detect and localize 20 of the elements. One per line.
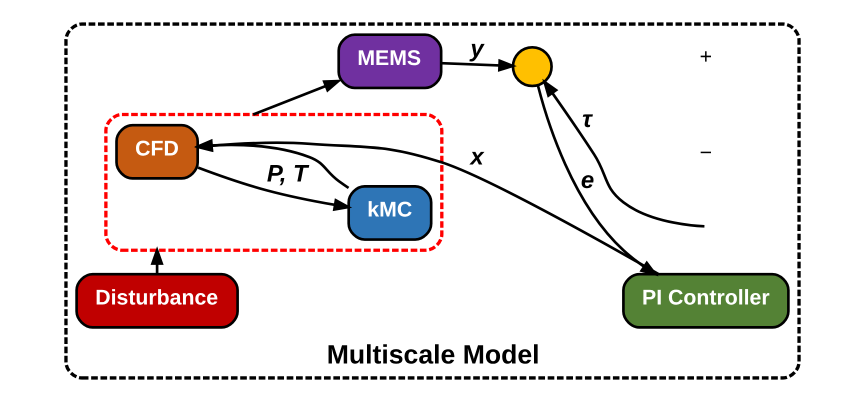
edge-label: y	[470, 36, 484, 63]
arrow	[536, 85, 659, 276]
node-box: CFD	[115, 124, 200, 180]
label: −	[700, 140, 712, 164]
cluster	[104, 112, 444, 252]
node-box: kMC	[347, 185, 432, 241]
edge-label: τ	[582, 106, 592, 134]
node-box: Disturbance	[75, 272, 239, 329]
node-box: PI Controller	[622, 272, 790, 329]
arrow	[150, 246, 164, 274]
edge-label: e	[580, 167, 594, 194]
edge-label: P, T	[266, 160, 308, 188]
node-box: MEMS	[337, 33, 442, 90]
arrow	[441, 58, 517, 72]
label: +	[700, 44, 712, 69]
edge-label: x	[470, 143, 484, 170]
arrow	[542, 78, 704, 228]
arrow	[252, 80, 342, 116]
node-circle	[512, 46, 553, 88]
arrow	[198, 166, 352, 212]
